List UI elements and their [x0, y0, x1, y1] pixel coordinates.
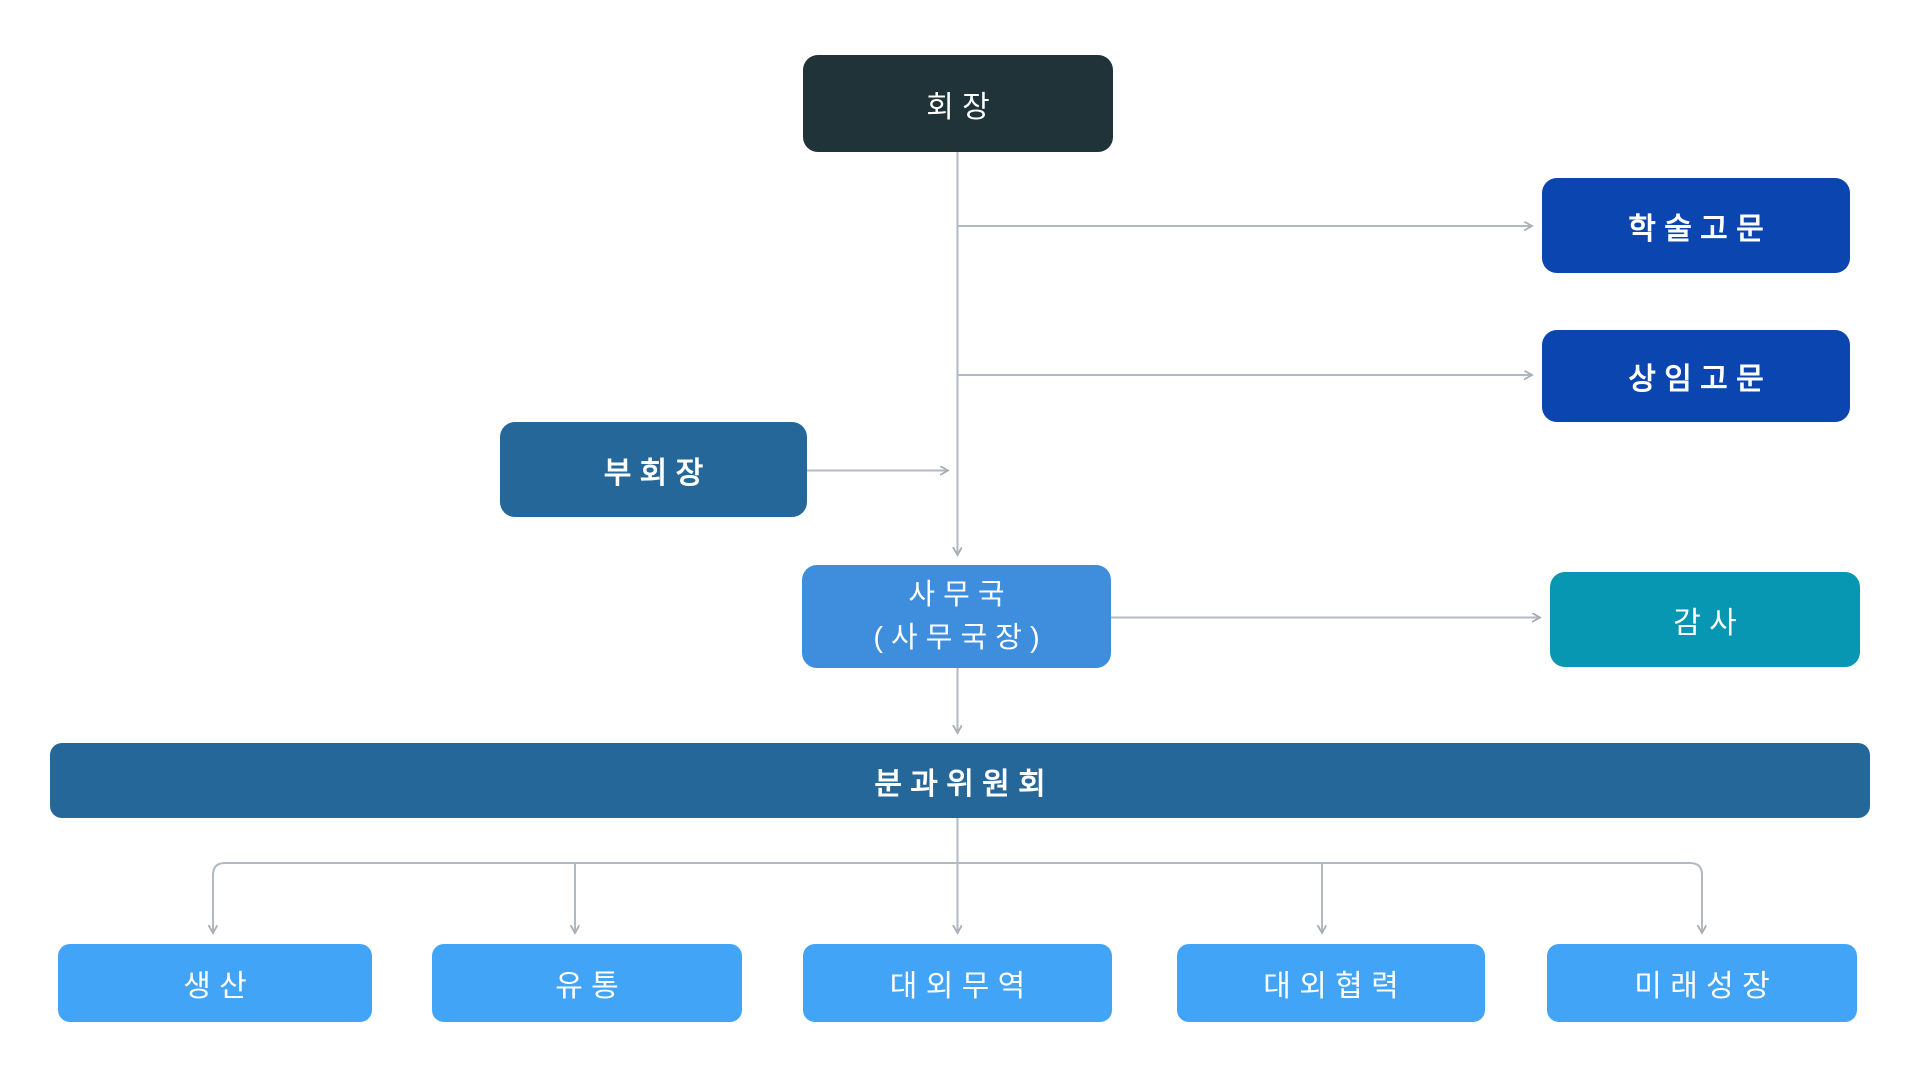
node-subcommittee-bar-label: 분 과 위 원 회	[874, 767, 1046, 801]
node-dept-distribution-label: 유 통	[555, 970, 619, 1003]
node-academic-advisor: 학 술 고 문	[1542, 178, 1850, 273]
node-dept-external-cooperation: 대 외 협 력	[1177, 944, 1485, 1022]
node-dept-foreign-trade: 대 외 무 역	[803, 944, 1112, 1022]
node-secretariat: 사 무 국 ( 사 무 국 장 )	[802, 565, 1111, 668]
node-standing-advisor-label: 상 임 고 문	[1628, 363, 1764, 396]
node-auditor-label: 감 사	[1673, 606, 1737, 640]
edge-subcommittee-fan-rail	[212, 862, 1703, 876]
node-dept-future-growth: 미 래 성 장	[1547, 944, 1857, 1022]
node-chairman-label: 회 장	[926, 90, 990, 124]
node-dept-external-cooperation-label: 대 외 협 력	[1263, 970, 1399, 1003]
node-vice-chairman-label: 부 회 장	[603, 456, 704, 490]
node-academic-advisor-label: 학 술 고 문	[1628, 212, 1764, 246]
node-dept-foreign-trade-label: 대 외 무 역	[889, 970, 1026, 1003]
node-dept-distribution: 유 통	[432, 944, 742, 1022]
node-chairman: 회 장	[803, 55, 1113, 152]
node-dept-future-growth-label: 미 래 성 장	[1634, 970, 1770, 1003]
node-secretariat-label-line1: 사 무 국	[908, 579, 1005, 612]
node-subcommittee-bar: 분 과 위 원 회	[50, 743, 1870, 818]
node-secretariat-label-line2: ( 사 무 국 장 )	[873, 621, 1040, 654]
node-dept-production: 생 산	[58, 944, 372, 1022]
node-vice-chairman: 부 회 장	[500, 422, 807, 517]
node-standing-advisor: 상 임 고 문	[1542, 330, 1850, 422]
node-auditor: 감 사	[1550, 572, 1860, 667]
node-dept-production-label: 생 산	[183, 970, 247, 1003]
